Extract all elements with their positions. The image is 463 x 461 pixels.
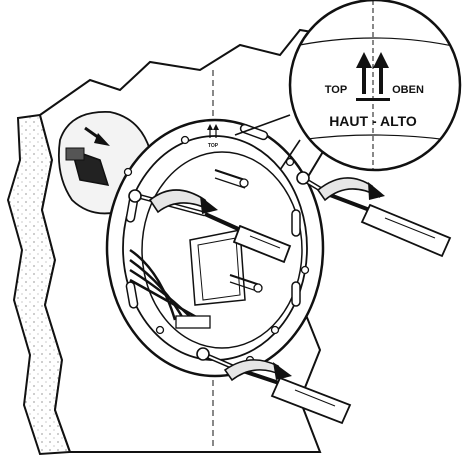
top-arrow-icon	[356, 52, 390, 101]
rotate-arrow-right-icon	[316, 177, 385, 202]
wiring-cables	[129, 248, 211, 329]
ring-slot	[291, 209, 301, 237]
press-arrow-icon	[94, 133, 110, 146]
mounting-clip	[65, 126, 110, 186]
rotate-arrow-left-icon	[148, 189, 218, 214]
ring-slot	[125, 281, 139, 309]
screwdriver-left	[204, 212, 292, 264]
ring-top-label: TOP	[208, 143, 219, 149]
wire-terminal	[175, 315, 211, 329]
zoom-label-top: TOP	[325, 84, 347, 96]
callout-leader-line	[234, 114, 291, 136]
ring-top-marking: TOP	[207, 124, 219, 149]
junction-box-bracket	[189, 169, 263, 306]
screwdriver-right	[329, 193, 452, 258]
rotate-arrow-bottom-icon	[223, 359, 292, 382]
ring-slot	[291, 281, 301, 307]
zoom-callout: TOP OBEN HAUT - ALTO	[234, 0, 462, 172]
zoom-label-haut-alto: HAUT - ALTO	[329, 113, 417, 129]
zoom-label-oben: OBEN	[392, 84, 424, 96]
